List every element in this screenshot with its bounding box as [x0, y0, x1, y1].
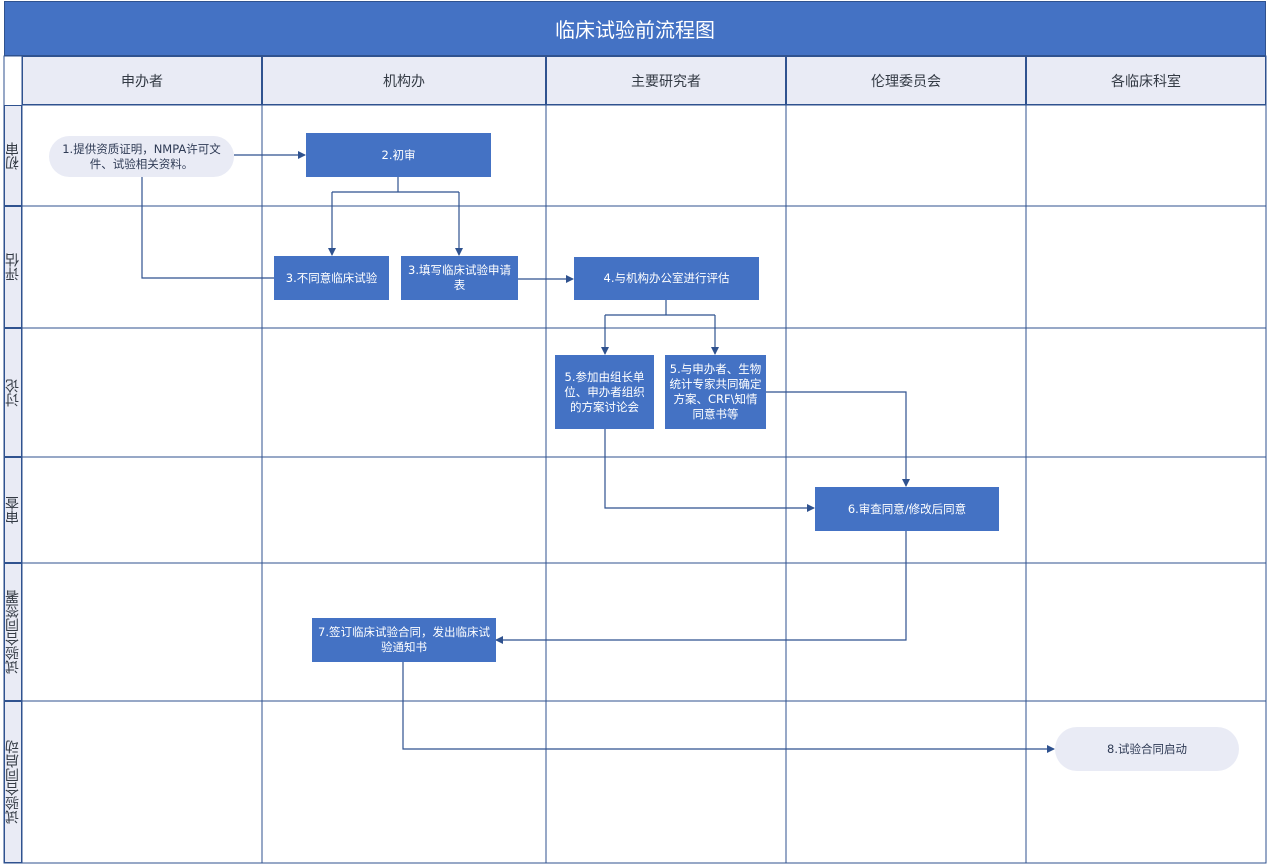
- node-contract-start: 8.试验合同启动: [1055, 727, 1239, 771]
- row-header-contract-signing: 试验合同签署: [4, 563, 22, 701]
- node-ethics-review: 6.审查同意/修改后同意: [815, 487, 999, 531]
- row-header-initial-review: 初审: [4, 105, 22, 206]
- node-confirm-protocol: 5.与申办者、生物统计专家共同确定方案、CRF\知情同意书等: [665, 355, 766, 429]
- node-submit-qualifications: 1.提供资质证明，NMPA许可文件、试验相关资料。: [49, 136, 234, 177]
- node-fill-application: 3.填写临床试验申请表: [401, 256, 518, 300]
- column-header-sponsor: 申办者: [22, 56, 262, 105]
- chart-title: 临床试验前流程图: [4, 1, 1266, 56]
- node-reject-trial: 3.不同意临床试验: [274, 256, 389, 300]
- column-header-ethics-committee: 伦理委员会: [786, 56, 1026, 105]
- edge-n3a-n1: [138, 163, 274, 279]
- row-header-discussion: 讨论: [4, 328, 22, 457]
- node-protocol-discussion: 5.参加由组长单位、申办者组织的方案讨论会: [555, 355, 654, 429]
- edge-n7-n8: [402, 662, 1055, 753]
- edge-n5b-n6: [766, 391, 910, 487]
- column-header-institution-office: 机构办: [262, 56, 546, 105]
- edge-n6-n7: [495, 531, 907, 644]
- node-evaluate-with-office: 4.与机构办公室进行评估: [574, 257, 759, 300]
- row-header-evaluation: 评估: [4, 206, 22, 328]
- node-initial-review: 2.初审: [306, 133, 491, 177]
- edge-n5a-n6: [604, 429, 815, 512]
- column-header-clinical-departments: 各临床科室: [1026, 56, 1266, 105]
- row-header-review: 审查: [4, 457, 22, 563]
- column-header-principal-investigator: 主要研究者: [546, 56, 786, 105]
- node-sign-contract: 7.签订临床试验合同，发出临床试验通知书: [312, 618, 496, 662]
- row-header-contract-start: 试验合同启动: [4, 701, 22, 863]
